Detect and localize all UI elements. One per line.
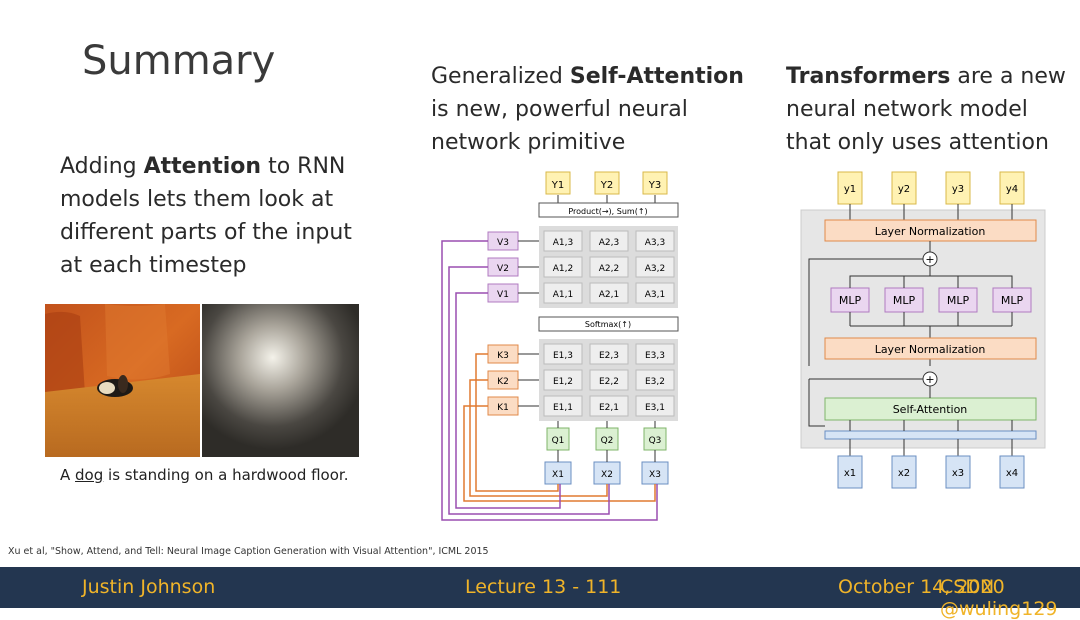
product-sum-label: Product(→), Sum(↑) — [568, 207, 647, 216]
transformer-outputs: y1 y2 y3 y4 — [837, 171, 1025, 205]
footer-bar: Justin Johnson Lecture 13 - 111 October … — [0, 567, 1080, 620]
self-attention-diagram: Y1 Y2 Y3 Product(→), Sum(↑) A1,3 A2,3 A3,3… — [441, 171, 679, 521]
svg-text:Layer Normalization: Layer Normalization — [875, 225, 986, 238]
svg-text:K1: K1 — [497, 403, 509, 413]
svg-text:A3,2: A3,2 — [645, 264, 665, 274]
svg-text:A2,3: A2,3 — [599, 238, 619, 248]
svg-text:E3,2: E3,2 — [645, 377, 665, 387]
svg-text:E3,1: E3,1 — [645, 403, 665, 413]
mlp-boxes: MLP MLP MLP MLP — [830, 287, 1032, 313]
svg-text:A3,1: A3,1 — [645, 290, 665, 300]
transformer-diagram: y1 y2 y3 y4 Layer Normalization + MLP ML… — [800, 171, 1046, 489]
self-attn-y1: Y1 — [551, 180, 564, 191]
footer-lecture: Lecture 13 - 111 — [465, 576, 622, 598]
svg-text:E2,2: E2,2 — [599, 377, 619, 387]
key-boxes: K3 K2 K1 — [487, 344, 519, 416]
svg-text:y2: y2 — [898, 184, 910, 195]
svg-text:E1,3: E1,3 — [553, 351, 573, 361]
svg-text:K3: K3 — [497, 351, 509, 361]
watermark: CSDN @wuling129 — [940, 576, 1058, 620]
citation: Xu et al, "Show, Attend, and Tell: Neura… — [8, 546, 489, 557]
self-attn-output-row: Y1 Y2 Y3 — [545, 171, 668, 195]
svg-text:Q1: Q1 — [552, 436, 565, 446]
svg-text:x3: x3 — [952, 468, 964, 479]
svg-text:E1,1: E1,1 — [553, 403, 573, 413]
svg-text:x1: x1 — [844, 468, 856, 479]
transformer-inputs: x1 x2 x3 x4 — [837, 455, 1025, 489]
attention-summary-text: Adding Attention to RNN models lets them… — [60, 154, 352, 278]
value-boxes: V3 V2 V1 — [487, 231, 519, 303]
svg-text:MLP: MLP — [893, 294, 916, 307]
self-attn-y3: Y3 — [648, 180, 661, 191]
svg-text:Layer Normalization: Layer Normalization — [875, 343, 986, 356]
key-routing-lines — [463, 353, 656, 502]
svg-text:Self-Attention: Self-Attention — [893, 403, 968, 416]
query-boxes: Q1 Q2 Q3 — [546, 427, 667, 451]
svg-text:Q3: Q3 — [649, 436, 662, 446]
footer-author: Justin Johnson — [82, 576, 216, 598]
svg-text:V1: V1 — [497, 290, 509, 300]
value-routing-lines — [441, 240, 658, 521]
svg-text:y3: y3 — [952, 184, 964, 195]
self-attention-summary-text: Generalized Self-Attention is new, power… — [431, 64, 744, 155]
product-sum-box — [538, 202, 679, 218]
svg-text:A3,3: A3,3 — [645, 238, 665, 248]
svg-text:y1: y1 — [844, 184, 856, 195]
attention-photos — [45, 304, 359, 457]
svg-text:x2: x2 — [898, 468, 910, 479]
self-attn-y2: Y2 — [600, 180, 613, 191]
svg-text:K2: K2 — [497, 377, 509, 387]
svg-text:E2,3: E2,3 — [599, 351, 619, 361]
softmax-label: Softmax(↑) — [585, 320, 631, 329]
svg-text:E1,2: E1,2 — [553, 377, 573, 387]
svg-text:+: + — [925, 373, 934, 386]
svg-text:E2,1: E2,1 — [599, 403, 619, 413]
svg-text:+: + — [925, 253, 934, 266]
svg-text:MLP: MLP — [947, 294, 970, 307]
svg-text:E3,3: E3,3 — [645, 351, 665, 361]
input-embedding-bar — [824, 430, 1037, 440]
slide-title: Summary — [82, 38, 276, 84]
layer-norm-bottom — [824, 337, 1037, 360]
svg-text:V2: V2 — [497, 264, 509, 274]
image-caption: A dog is standing on a hardwood floor. — [60, 466, 349, 484]
svg-text:MLP: MLP — [1001, 294, 1024, 307]
svg-text:V3: V3 — [497, 238, 509, 248]
svg-text:X2: X2 — [601, 470, 613, 480]
svg-text:y4: y4 — [1006, 184, 1018, 195]
svg-text:X3: X3 — [649, 470, 661, 480]
dog-photo — [45, 304, 200, 457]
svg-text:X1: X1 — [552, 470, 564, 480]
a-grid: A1,3 A2,3 A3,3 A1,2 A2,2 A3,2 A1,1 A2,1 A3,1 — [543, 230, 675, 304]
svg-text:A1,1: A1,1 — [553, 290, 573, 300]
svg-text:A1,3: A1,3 — [553, 238, 573, 248]
attention-map-photo — [202, 304, 359, 457]
transformer-summary-text: Transformers are a new neural network mo… — [786, 64, 1066, 155]
svg-text:MLP: MLP — [839, 294, 862, 307]
svg-text:A2,1: A2,1 — [599, 290, 619, 300]
input-boxes: X1 X2 X3 — [544, 461, 669, 485]
e-grid: E1,3 E2,3 E3,3 E1,2 E2,2 E3,2 E1,1 E2,1 E3,1 — [543, 343, 675, 417]
svg-text:Q2: Q2 — [601, 436, 614, 446]
svg-text:A1,2: A1,2 — [553, 264, 573, 274]
svg-text:A2,2: A2,2 — [599, 264, 619, 274]
softmax-box — [538, 316, 679, 332]
footer-date: October 14, 2020 — [838, 576, 1005, 598]
svg-text:x4: x4 — [1006, 468, 1018, 479]
